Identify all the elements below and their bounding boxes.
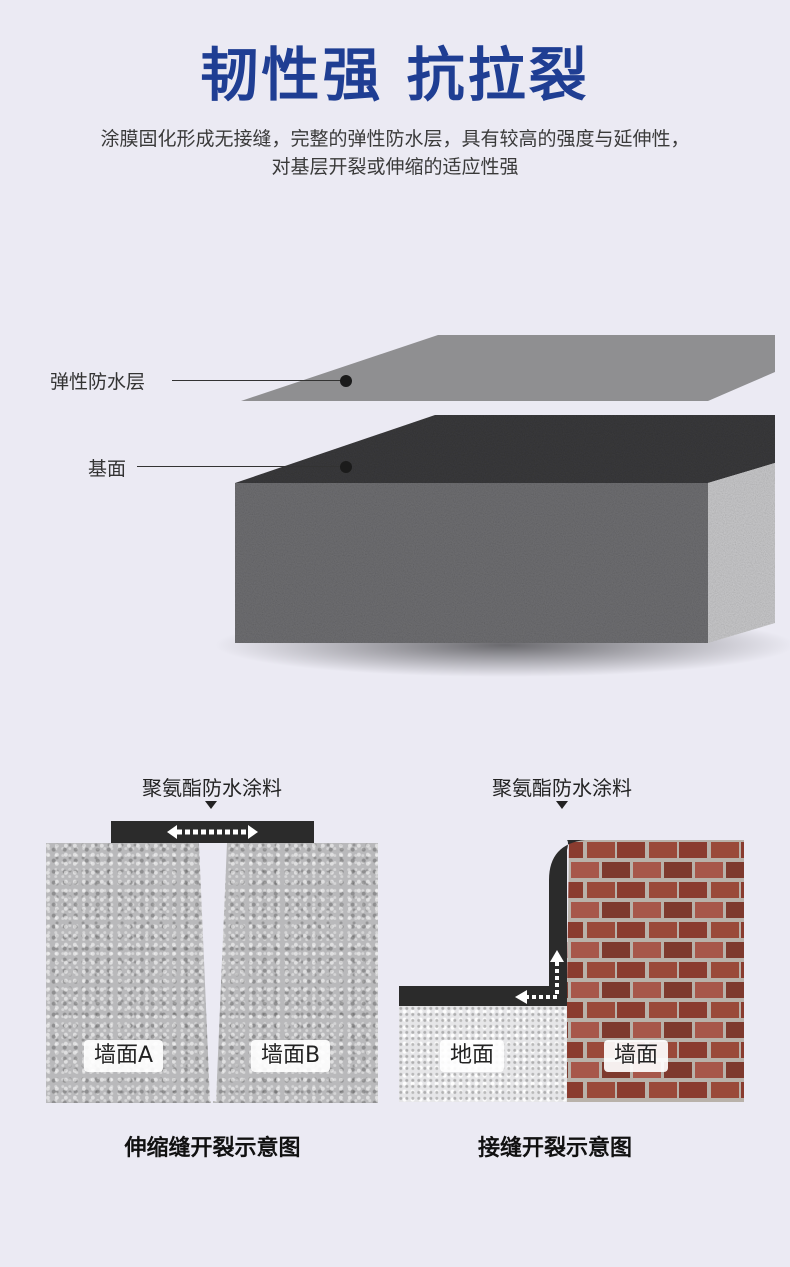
page-title: 韧性强 抗拉裂 (200, 41, 590, 109)
base-label: 基面 (88, 458, 127, 480)
crack-gap (199, 843, 227, 1101)
floor-tag: 地面 (440, 1040, 505, 1072)
right-pointer-triangle (556, 801, 568, 809)
right-caption: 接缝开裂示意图 (477, 1136, 632, 1161)
brick-wall (567, 840, 744, 1102)
left-caption: 伸缩缝开裂示意图 (124, 1136, 301, 1161)
base-side-face (708, 463, 775, 643)
arrow-left-icon (515, 990, 527, 1004)
membrane-layer (241, 335, 775, 401)
base-leader-line (137, 466, 346, 467)
wall-a-tag: 墙面A (84, 1040, 164, 1072)
wall-b (213, 843, 378, 1103)
membrane-pointer-dot (340, 375, 352, 387)
base-front-face (235, 483, 708, 643)
membrane-layer-label: 弹性防水层 (50, 371, 146, 393)
brick-wall-tag: 墙面 (604, 1040, 669, 1072)
membrane-leader-line (172, 380, 346, 381)
left-coating-label: 聚氨酯防水涂料 (142, 776, 282, 800)
wall-b-tag: 墙面B (251, 1040, 331, 1072)
description-line-2: 对基层开裂或伸缩的适应性强 (271, 156, 519, 178)
base-top-face (235, 415, 775, 483)
right-coating-label: 聚氨酯防水涂料 (492, 776, 632, 800)
right-coating-strip (399, 840, 585, 1006)
left-pointer-triangle (205, 801, 217, 809)
layer-illustration (215, 335, 790, 677)
base-pointer-dot (340, 461, 352, 473)
arrow-up-icon (550, 950, 564, 962)
description-line-1: 涂膜固化形成无接缝，完整的弹性防水层，具有较高的强度与延伸性， (100, 128, 690, 150)
stretch-arrow-icon (167, 825, 258, 839)
